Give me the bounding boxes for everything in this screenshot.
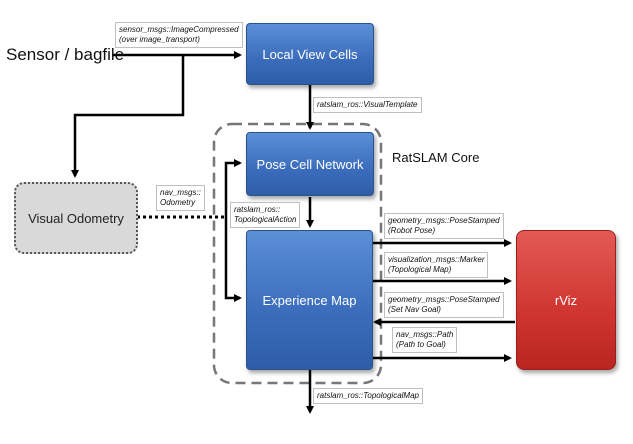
label-odometry-line1: nav_msgs:: — [160, 188, 201, 197]
rviz-label: rViz — [554, 292, 578, 308]
local-view-cells-node: Local View Cells — [246, 23, 374, 85]
edge-odometry-to-experience-map — [224, 217, 242, 302]
label-topological-action: ratslam_ros:: TopologicalAction — [230, 202, 301, 228]
label-odometry-line2: Odometry — [160, 198, 196, 207]
label-topological-action-line2: TopologicalAction — [234, 215, 297, 224]
visual-odometry-label: Visual Odometry — [28, 210, 124, 226]
label-visual-template-line1: ratslam_ros::VisualTemplate — [317, 100, 418, 109]
label-pose-stamped-robot-line1: geometry_msgs::PoseStamped — [388, 216, 500, 225]
label-path-line1: nav_msgs::Path — [396, 330, 454, 339]
label-pose-stamped-goal-line1: geometry_msgs::PoseStamped — [388, 295, 500, 304]
label-pose-stamped-goal: geometry_msgs::PoseStamped (Set Nav Goal… — [384, 292, 504, 318]
label-topological-map: ratslam_ros::TopologicalMap — [313, 388, 423, 404]
label-image-compressed-line1: sensor_msgs::ImageCompressed — [119, 25, 239, 34]
ratslam-core-boundary — [212, 122, 383, 385]
visual-odometry-node: Visual Odometry — [14, 182, 138, 254]
label-marker-line2: (Topological Map) — [388, 265, 452, 274]
local-view-cells-label: Local View Cells — [262, 46, 358, 62]
label-topological-action-line1: ratslam_ros:: — [234, 205, 281, 214]
label-pose-stamped-robot: geometry_msgs::PoseStamped (Robot Pose) — [384, 213, 504, 239]
label-image-compressed-line2: (over image_transport) — [119, 35, 200, 44]
experience-map-label: Experience Map — [262, 292, 357, 308]
label-marker: visualization_msgs::Marker (Topological … — [384, 252, 489, 278]
rviz-node: rViz — [516, 230, 616, 370]
edge-odometry-to-pose-cell — [224, 159, 242, 217]
label-image-compressed: sensor_msgs::ImageCompressed (over image… — [115, 22, 243, 48]
edge-sensor-to-visual-odometry — [71, 55, 185, 178]
ratslam-core-title: RatSLAM Core — [392, 150, 480, 165]
experience-map-node: Experience Map — [246, 230, 373, 370]
pose-cell-network-node: Pose Cell Network — [246, 132, 374, 196]
label-path-line2: (Path to Goal) — [396, 340, 446, 349]
label-odometry: nav_msgs:: Odometry — [156, 185, 205, 211]
sensor-bagfile-label: Sensor / bagfile — [6, 45, 125, 64]
label-marker-line1: visualization_msgs::Marker — [388, 255, 485, 264]
label-path: nav_msgs::Path (Path to Goal) — [392, 327, 458, 353]
pose-cell-network-label: Pose Cell Network — [256, 156, 364, 172]
label-topological-map-line1: ratslam_ros::TopologicalMap — [317, 391, 419, 400]
label-pose-stamped-robot-line2: (Robot Pose) — [388, 226, 436, 235]
label-pose-stamped-goal-line2: (Set Nav Goal) — [388, 305, 441, 314]
label-visual-template: ratslam_ros::VisualTemplate — [313, 97, 422, 113]
